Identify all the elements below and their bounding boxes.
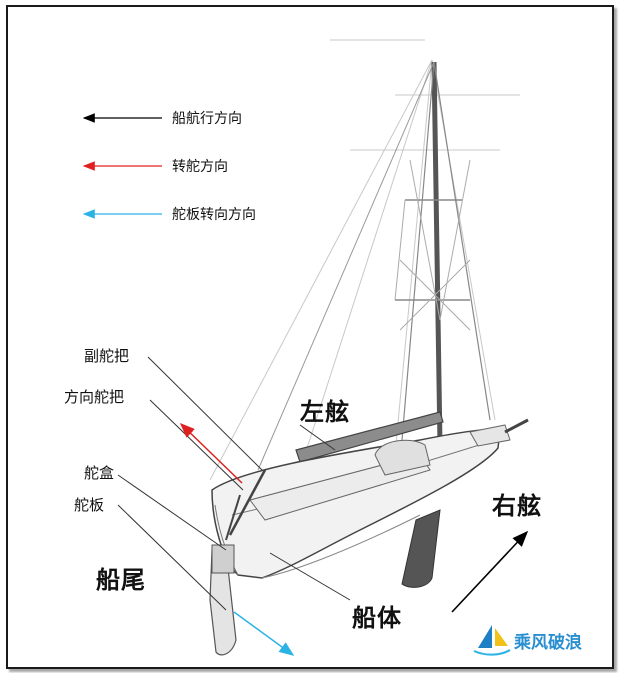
mast-rigging — [257, 61, 491, 471]
label-rudder-box: 舵盒 — [84, 464, 115, 482]
sail-outlines — [209, 39, 520, 481]
hull — [211, 418, 529, 579]
label-starboard: 右舷 — [492, 492, 542, 520]
label-stern: 船尾 — [96, 566, 146, 594]
sailboat-logo-icon — [473, 625, 511, 656]
label-hull: 船体 — [352, 604, 402, 632]
rudder — [209, 469, 267, 656]
label-direction-tiller: 方向舵把 — [64, 388, 125, 406]
steering-arrow — [179, 422, 243, 484]
label-secondary-tiller: 副舵把 — [84, 347, 130, 365]
legend-sailing-direction: 船航行方向 — [172, 111, 242, 127]
diagram-border — [6, 5, 614, 669]
label-rudder-blade: 舵板 — [74, 496, 105, 514]
leader-lines — [117, 356, 351, 611]
legend-steering-direction: 转舵方向 — [172, 159, 228, 175]
sailing-direction-arrow — [451, 530, 529, 613]
label-port: 左舷 — [300, 398, 350, 426]
legend-rudder-direction: 舵板转向方向 — [172, 207, 256, 223]
keel — [401, 509, 441, 588]
logo-text: 乘风破浪 — [514, 633, 582, 653]
rudder-turn-arrow — [233, 611, 295, 656]
